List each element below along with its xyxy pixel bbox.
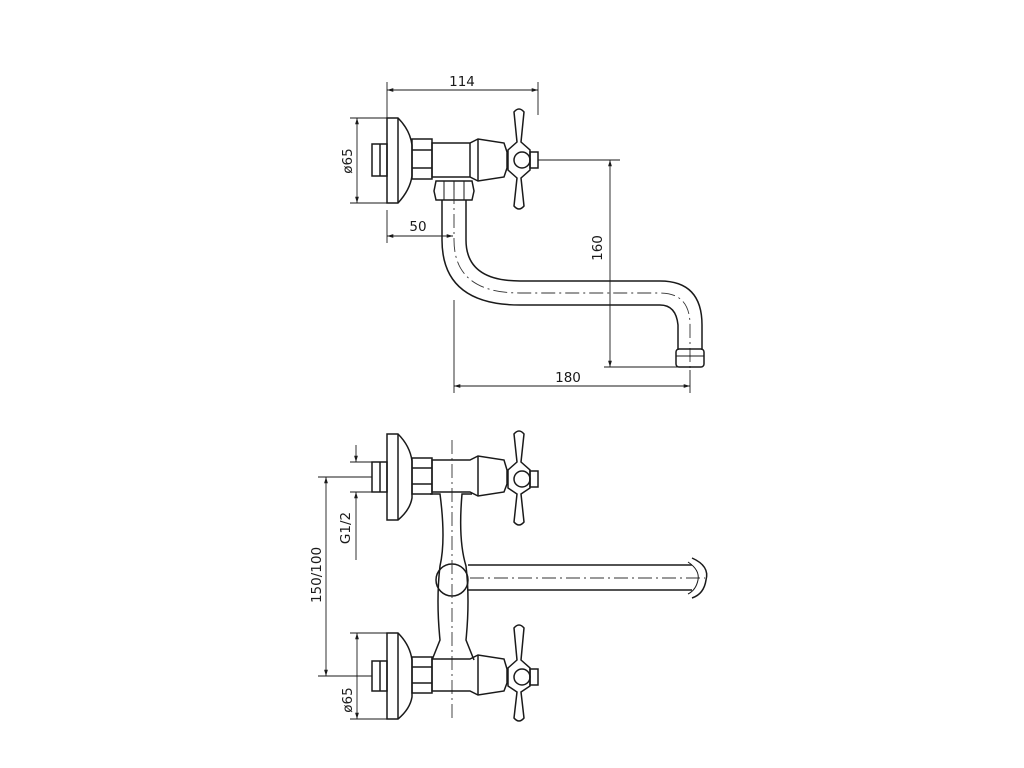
lower-valve xyxy=(371,624,539,722)
spout-end xyxy=(691,557,708,599)
center-body xyxy=(430,493,444,661)
front-view: G1/2 150/100 ø65 xyxy=(309,430,708,722)
body-nut xyxy=(411,138,433,180)
cross-handle-upper xyxy=(507,430,531,526)
swivel-nut xyxy=(433,180,475,201)
spout-outer xyxy=(441,200,679,350)
dim-label-flange-top: ø65 xyxy=(340,148,356,173)
side-view: 114 ø65 50 xyxy=(340,74,705,393)
upper-valve xyxy=(371,430,539,526)
dim-label-offset: 50 xyxy=(409,219,426,235)
wall-flange xyxy=(386,117,413,204)
dim-label-thread: G1/2 xyxy=(338,512,354,544)
cross-handle-lower xyxy=(507,624,531,722)
cross-handle-top xyxy=(507,108,539,210)
dim-label-flange-bottom: ø65 xyxy=(340,687,356,712)
dim-label-height: 160 xyxy=(590,235,606,261)
valve-body xyxy=(431,138,508,182)
dim-label-reach: 180 xyxy=(555,370,581,386)
spout-inner xyxy=(465,200,703,350)
dim-label-width: 114 xyxy=(449,74,475,90)
dim-label-center-distance: 150/100 xyxy=(309,547,325,603)
